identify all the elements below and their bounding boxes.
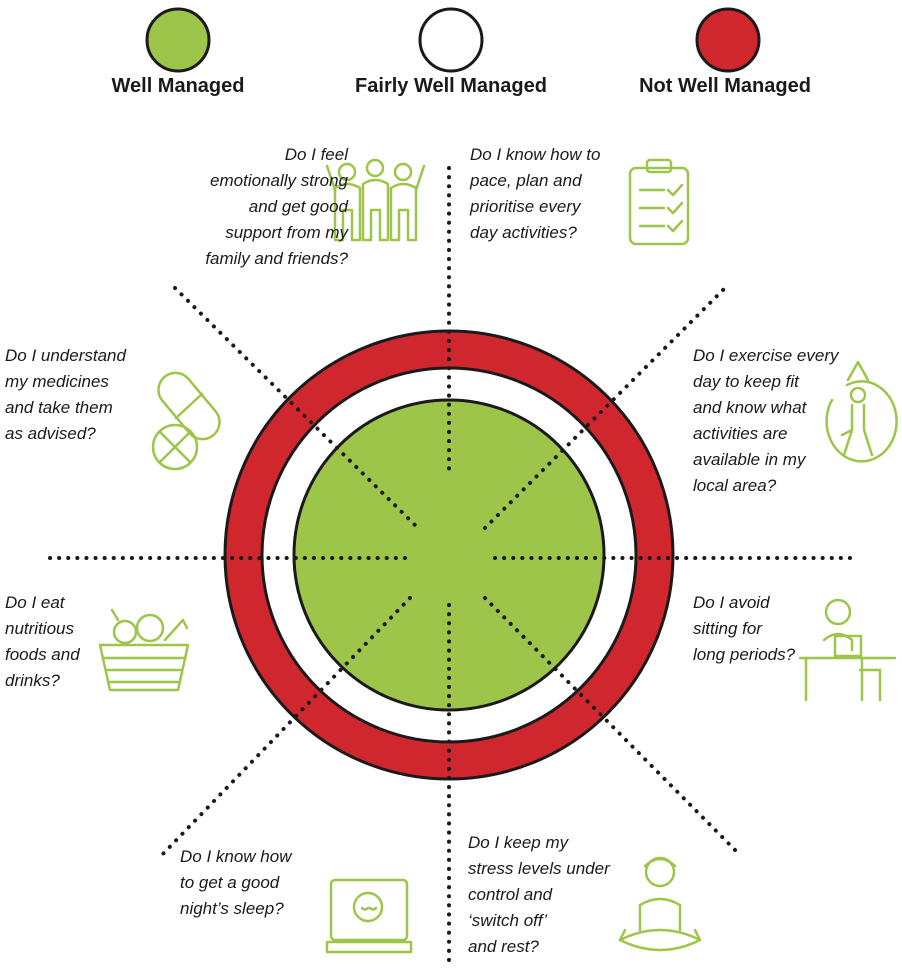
legend-label-not: Not Well Managed xyxy=(639,75,811,97)
meditating-person-icon xyxy=(618,856,702,952)
question-nutrition: Do I eat nutritious foods and drinks? xyxy=(5,593,80,690)
pills-icon xyxy=(151,371,221,471)
inner-green-circle xyxy=(292,398,606,712)
legend-swatch-fairly xyxy=(418,7,484,73)
question-emotional: Do I feel emotionally strong and get goo… xyxy=(205,145,348,268)
stretching-person-icon xyxy=(825,360,898,463)
legend-label-fairly: Fairly Well Managed xyxy=(355,75,547,97)
question-medicines: Do I understand my medicines and take th… xyxy=(5,346,126,443)
legend-swatch-well xyxy=(145,7,211,73)
question-pacing: Do I know how to pace, plan and prioriti… xyxy=(470,145,601,242)
legend-label-well: Well Managed xyxy=(111,75,245,97)
legend-swatch-not xyxy=(695,7,761,73)
clipboard-checklist-icon xyxy=(628,158,690,246)
question-stress: Do I keep my stress levels under control… xyxy=(468,833,610,956)
sleeping-person-icon xyxy=(325,878,413,954)
question-exercise: Do I exercise every day to keep fit and … xyxy=(693,346,839,495)
people-group-icon xyxy=(325,158,426,242)
question-sleep: Do I know how to get a good night’s slee… xyxy=(180,847,292,918)
question-sitting: Do I avoid sitting for long periods? xyxy=(693,593,796,664)
vegetable-basket-icon xyxy=(98,608,190,692)
dotted-dividers xyxy=(48,166,860,967)
person-at-desk-icon xyxy=(798,598,897,702)
